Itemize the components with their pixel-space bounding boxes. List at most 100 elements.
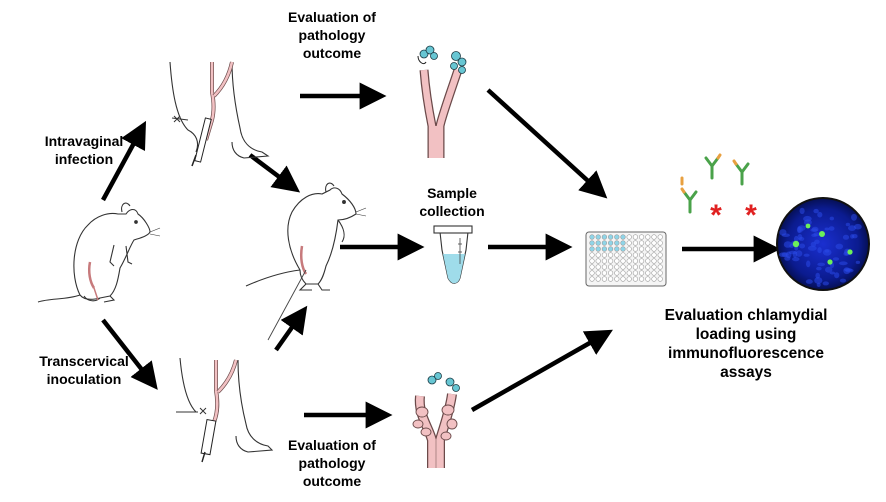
plate-well [589,246,595,252]
svg-text:*: * [710,199,722,232]
plate-well [620,252,626,258]
nucleus-spot [835,243,844,250]
plate-well [614,276,620,282]
nucleus-spot [838,261,848,266]
plate-well [620,234,626,240]
plate-well [657,234,663,240]
nucleus-spot [806,260,811,268]
plate-well [645,252,651,258]
plate-well [601,252,608,258]
plate-well [607,264,614,270]
plate-well [589,258,595,264]
nucleus-spot [825,266,833,273]
plate-well [589,276,595,282]
plate-well [601,246,608,252]
nucleus-spot [834,272,840,279]
nucleus-spot [817,247,822,254]
plate-well [595,252,601,258]
plate-well [657,264,663,270]
nucleus-spot [816,282,821,287]
label-line: pathology [298,455,366,471]
tract-pathology-illustration [412,372,460,468]
plate-well [651,246,657,252]
nucleus-spot [799,243,806,249]
plate-well [614,270,620,276]
tract-healthy-illustration [417,45,467,158]
plate-well [651,240,657,246]
arrow-mouse-to-intravaginal [101,120,147,202]
nucleus-spot [779,229,787,236]
plate-well [638,234,645,240]
nucleus-spot [839,278,847,283]
plate-well [595,270,601,276]
plate-well [638,264,645,270]
plate-well [595,258,601,264]
plate-well [589,270,595,276]
plate-well [595,264,601,270]
nucleus-spot [829,216,834,221]
label-line: outcome [302,45,362,61]
plate-well [632,240,639,246]
nucleus-spot [829,271,836,275]
plate-well [632,246,639,252]
plate-well [589,252,595,258]
nucleus-spot [824,227,830,231]
label-sample-collection: Sample collection [392,184,512,220]
plate-well [651,234,657,240]
label-line: Sample [427,185,477,201]
label-intravaginal: Intravaginal infection [14,132,154,168]
nucleus-spot [822,281,829,286]
plate-well [614,264,620,270]
plate-well [601,240,608,246]
plate-well [651,264,657,270]
plate-well [632,270,639,276]
fluorophore-asterisks: * * [710,199,757,232]
nucleus-spot [811,233,818,237]
nucleus-spot [832,257,840,261]
plate-well [651,252,657,258]
label-line: loading using [695,326,797,343]
plate-well [632,276,639,282]
plate-well [645,234,651,240]
plate-well [626,252,632,258]
plate-well [620,240,626,246]
label-line: immunofluorescence [668,345,824,362]
label-line: pathology [298,27,366,43]
plate-well [638,258,645,264]
plate-well [601,264,608,270]
nucleus-spot [817,211,823,218]
label-line: Evaluation of [288,9,376,25]
plate-well [645,264,651,270]
plate-well [607,234,614,240]
nucleus-spot [778,252,788,257]
label-transcervical: Transcervical inoculation [14,352,154,388]
plate-well [595,246,601,252]
flow-arrows [101,82,781,429]
plate-well [657,240,663,246]
plate-well [620,258,626,264]
plate-well [614,240,620,246]
plate-well [645,240,651,246]
nucleus-spot [851,213,857,221]
plate-well [620,270,626,276]
nucleus-spot [848,225,856,232]
arrow-pathology-top-to-plate [486,88,608,199]
plate-well [638,276,645,282]
nucleus-spot [810,228,818,232]
mouse-left-illustration [37,202,161,303]
label-line: Evaluation of [288,437,376,453]
nucleus-spot [817,262,826,267]
plate-well [614,246,620,252]
nucleus-spot [805,279,813,284]
label-line: infection [54,151,114,167]
plate-well [651,258,657,264]
nucleus-spot [783,241,792,248]
label-pathology-top: Evaluation of pathology outcome [262,8,402,62]
nucleus-spot [803,253,810,257]
nucleus-spot [799,207,805,215]
arrow-intravaginal-to-mouse [248,153,301,193]
plate-well [645,246,651,252]
plate-well [620,264,626,270]
nucleus-spot [852,234,858,239]
